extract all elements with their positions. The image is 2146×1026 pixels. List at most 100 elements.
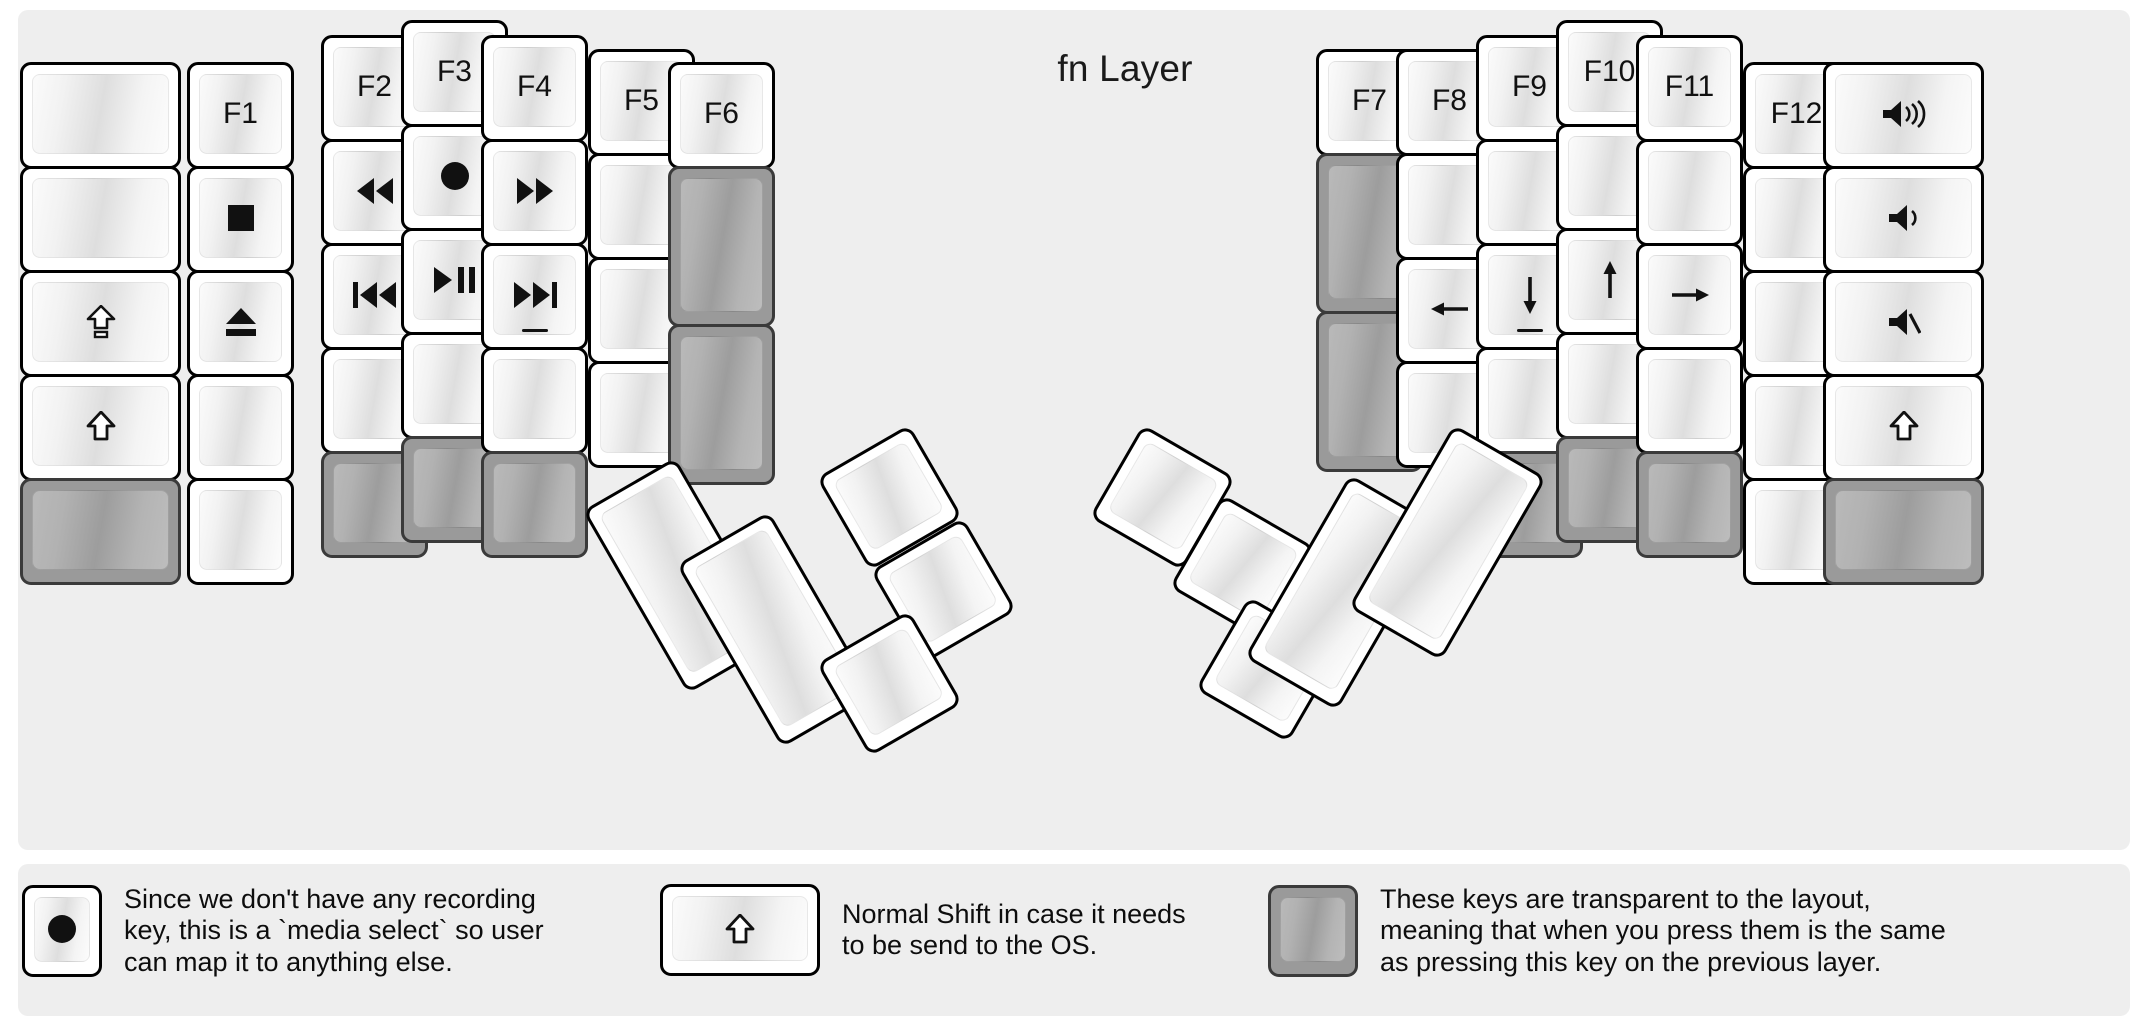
keycap-face <box>1648 151 1731 231</box>
homing-bar <box>1516 329 1543 332</box>
keycap-face <box>1835 282 1972 362</box>
key-label: F2 <box>356 70 392 103</box>
arrow-right-icon <box>1670 281 1710 309</box>
legend-item-1: Normal Shift in case it needs to be send… <box>660 884 1186 976</box>
keycap-face <box>493 255 576 335</box>
key-label: F5 <box>623 84 659 117</box>
left-col-pinky-key-1[interactable] <box>187 166 294 273</box>
media-play-pause-icon <box>433 267 476 293</box>
keycap-face <box>199 490 282 570</box>
left-col-pinky-outer-key-1[interactable] <box>20 166 181 273</box>
legend-text-2: These keys are transparent to the layout… <box>1380 884 1946 977</box>
keycap-face: F4 <box>493 47 576 127</box>
keycap-face <box>32 74 169 154</box>
shift-arrow-icon <box>86 411 116 441</box>
left-col-pinky-key-3[interactable] <box>187 374 294 481</box>
key-label: F7 <box>1351 84 1387 117</box>
left-col-pinky-key-4[interactable] <box>187 478 294 585</box>
right-col-ring-key-3[interactable] <box>1636 347 1743 454</box>
arrow-down-icon <box>1516 275 1544 315</box>
right-col-ring-key-4[interactable] <box>1636 451 1743 558</box>
left-col-pinky-key-2[interactable] <box>187 270 294 377</box>
media-fast-forward-icon <box>516 178 554 204</box>
keycap-face <box>493 151 576 231</box>
key-label: F3 <box>436 55 472 88</box>
left-col-index-key-1[interactable] <box>481 139 588 246</box>
right-col-pinky-outer-key-4[interactable] <box>1823 478 1984 585</box>
right-col-pinky-outer-key-2[interactable] <box>1823 270 1984 377</box>
keycap-face <box>199 282 282 362</box>
caps-lock-arrow-icon <box>86 305 116 339</box>
legend-item-2: These keys are transparent to the layout… <box>1268 884 1946 978</box>
keycap-face <box>832 440 945 552</box>
right-col-pinky-outer-key-1[interactable] <box>1823 166 1984 273</box>
left-col-index-key-4[interactable] <box>481 451 588 558</box>
volume-up-icon <box>1881 99 1927 129</box>
page-title: fn Layer <box>1057 48 1193 89</box>
legend-sample-key-1[interactable] <box>660 884 820 976</box>
shift-arrow-icon <box>725 913 755 944</box>
legend-text-0: Since we don't have any recording key, t… <box>124 884 544 977</box>
volume-mute-icon <box>1887 307 1921 337</box>
keycap-face <box>680 336 763 470</box>
left-col-index-key-3[interactable] <box>481 347 588 454</box>
arrow-up-icon <box>1596 260 1624 300</box>
keycap-face <box>1648 255 1731 335</box>
legend-text-1: Normal Shift in case it needs to be send… <box>842 898 1186 960</box>
keycap-face: F11 <box>1648 47 1731 127</box>
legend-panel <box>18 864 2130 1016</box>
media-next-track-icon <box>513 282 557 308</box>
key-label: F6 <box>703 97 739 130</box>
keycap-face <box>493 463 576 543</box>
keycap-face <box>32 178 169 258</box>
keycap-face <box>1835 74 1972 154</box>
left-col-pinky-outer-key-3[interactable] <box>20 374 181 481</box>
right-col-ring-key-0[interactable]: F11 <box>1636 35 1743 142</box>
shift-arrow-icon <box>1889 411 1919 441</box>
keycap-face <box>1280 896 1346 962</box>
keycap-face <box>199 178 282 258</box>
keycap-face <box>1835 386 1972 466</box>
right-col-pinky-outer-key-3[interactable] <box>1823 374 1984 481</box>
right-col-ring-key-2[interactable] <box>1636 243 1743 350</box>
keycap-face: F1 <box>199 74 282 154</box>
left-col-inner-key-0[interactable]: F6 <box>668 62 775 169</box>
keycap-face <box>1835 490 1972 570</box>
homing-bar <box>521 329 548 332</box>
right-col-pinky-outer-key-0[interactable] <box>1823 62 1984 169</box>
key-label: F10 <box>1583 55 1636 88</box>
key-label: F11 <box>1664 70 1715 103</box>
legend-sample-key-2[interactable] <box>1268 884 1358 977</box>
arrow-left-icon <box>1430 295 1470 323</box>
left-col-inner-key-1[interactable] <box>668 166 775 327</box>
right-col-ring-key-1[interactable] <box>1636 139 1743 246</box>
key-label: F4 <box>516 70 552 103</box>
keycap-face <box>672 896 808 961</box>
media-stop-icon <box>227 205 254 231</box>
left-col-pinky-outer-key-0[interactable] <box>20 62 181 169</box>
keycap-face <box>493 359 576 439</box>
keycap-face <box>680 178 763 312</box>
keycap-face <box>199 386 282 466</box>
media-record-icon <box>47 914 77 944</box>
legend-sample-key-0[interactable] <box>22 884 102 977</box>
keycap-face <box>1648 359 1731 439</box>
left-col-pinky-key-0[interactable]: F1 <box>187 62 294 169</box>
keycap-face <box>32 282 169 362</box>
left-col-pinky-outer-key-4[interactable] <box>20 478 181 585</box>
media-eject-icon <box>225 308 257 336</box>
left-col-pinky-outer-key-2[interactable] <box>20 270 181 377</box>
media-record-icon <box>440 161 470 191</box>
left-col-inner-key-2[interactable] <box>668 324 775 485</box>
key-label: F1 <box>222 97 258 130</box>
keycap-face <box>832 626 945 738</box>
keycap-face <box>32 490 169 570</box>
keycap-face <box>1648 463 1731 543</box>
left-col-index-key-0[interactable]: F4 <box>481 35 588 142</box>
keycap-face <box>34 896 90 962</box>
key-label: F9 <box>1511 70 1547 103</box>
left-col-index-key-2[interactable] <box>481 243 588 350</box>
keycap-face <box>32 386 169 466</box>
key-label: F8 <box>1431 84 1467 117</box>
